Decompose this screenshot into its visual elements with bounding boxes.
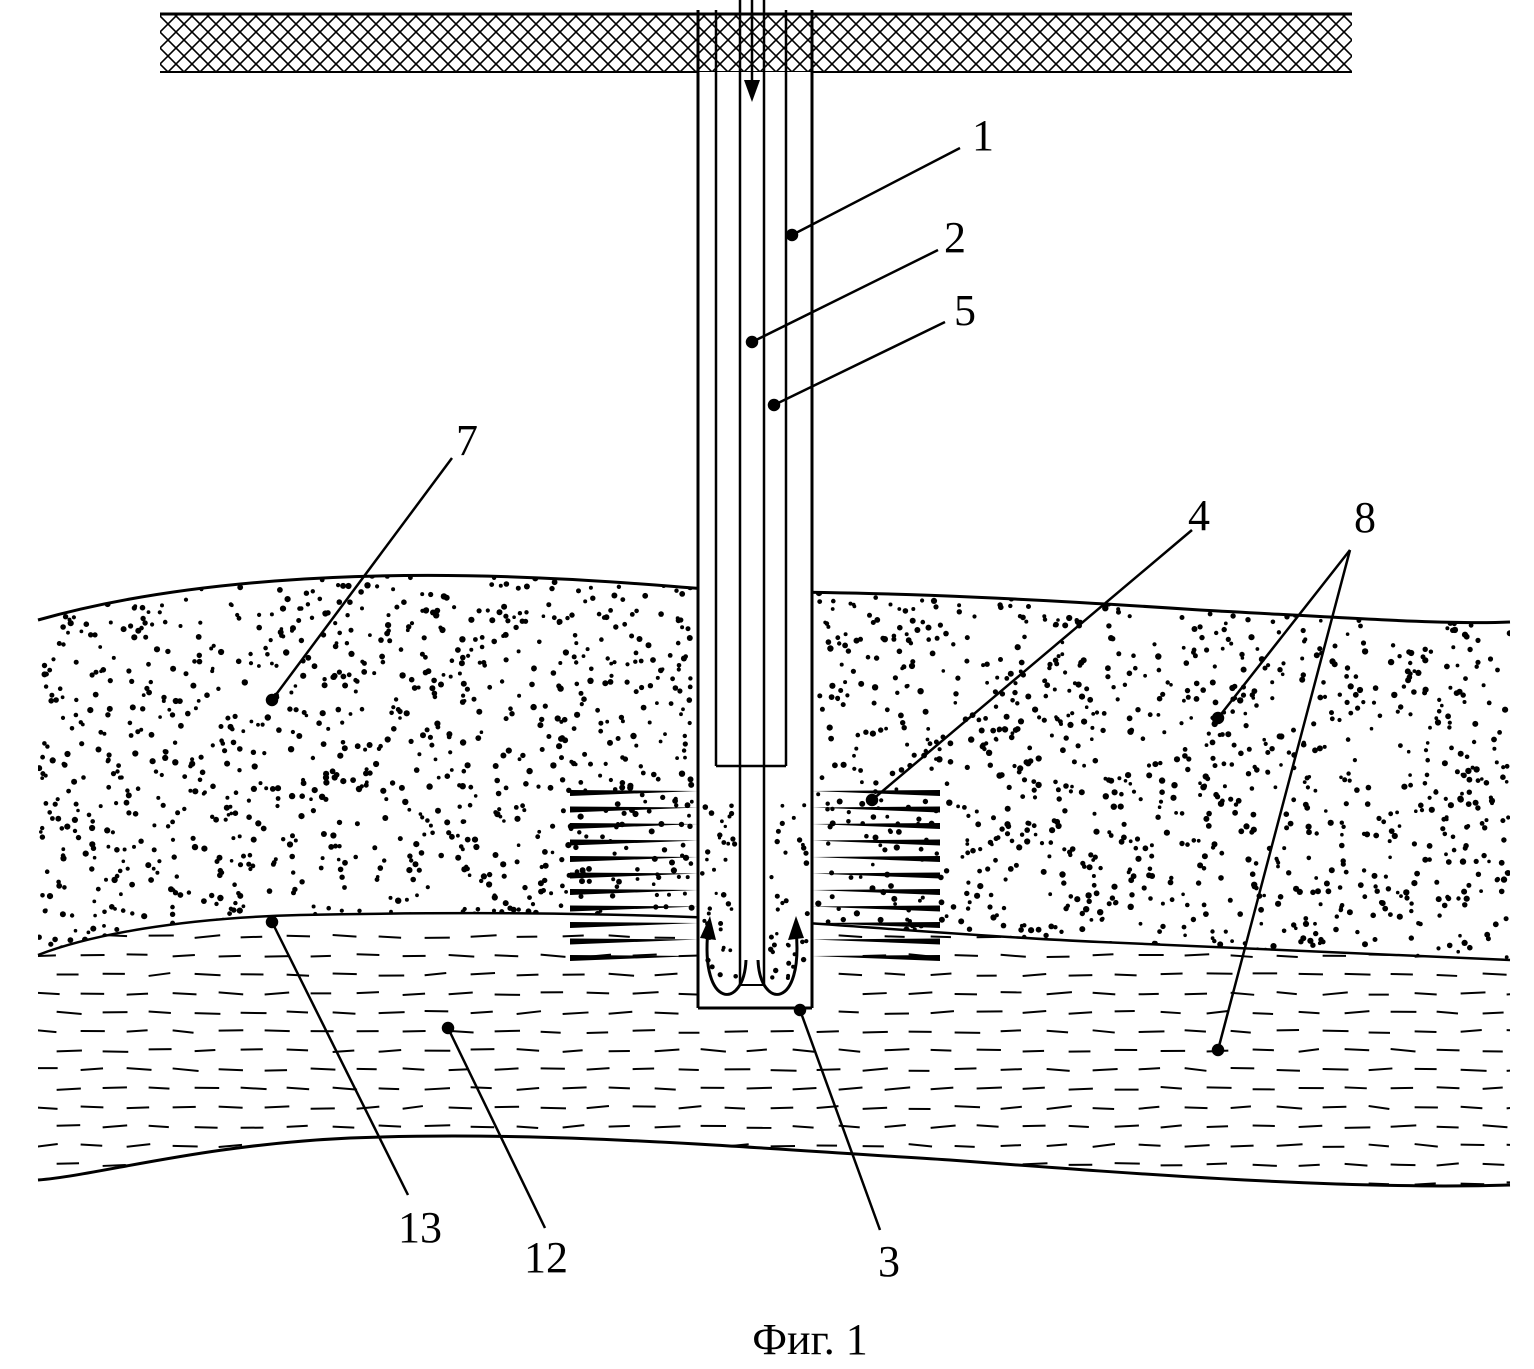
flow-down-arrow <box>744 0 760 102</box>
label-5: 5 <box>954 286 976 335</box>
ground-surface <box>160 12 1352 73</box>
figure-caption: Фиг. 1 <box>752 1315 867 1364</box>
leader-lines <box>265 146 1352 1231</box>
label-4: 4 <box>1188 491 1210 540</box>
label-8: 8 <box>1354 493 1376 542</box>
label-12: 12 <box>524 1233 568 1282</box>
label-13: 13 <box>398 1203 442 1252</box>
label-3: 3 <box>878 1237 900 1286</box>
flow-return-arrows <box>700 916 804 996</box>
label-7: 7 <box>456 416 478 465</box>
label-1: 1 <box>972 111 994 160</box>
well-bore <box>696 0 814 1010</box>
label-2: 2 <box>944 213 966 262</box>
perforation-channels <box>570 790 940 961</box>
inner-tubing <box>738 0 766 986</box>
outer-tubing <box>714 10 788 768</box>
